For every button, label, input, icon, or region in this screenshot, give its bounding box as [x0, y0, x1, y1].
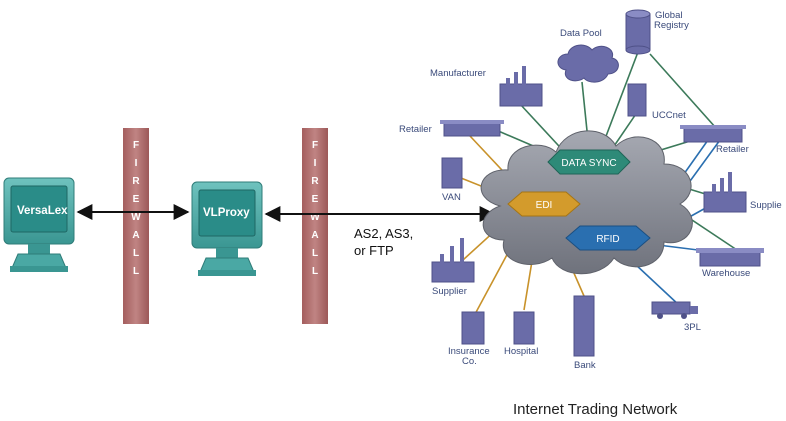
retailer-right-label: Retailer: [716, 144, 749, 155]
firewall-left-letter: E: [133, 194, 140, 205]
diagram-caption: Internet Trading Network: [513, 401, 678, 418]
van-building-icon: [441, 157, 463, 189]
firewall-right-letter: R: [311, 176, 319, 187]
firewall-left-letter: W: [131, 212, 141, 223]
global-registry-label-2: Registry: [654, 20, 689, 31]
versalex-label: VersaLex: [17, 205, 68, 217]
uccnet-building-icon: [627, 83, 647, 117]
global-registry-label-1: Global: [655, 10, 682, 21]
versalex-computer: VersaLex: [3, 177, 75, 272]
retailer-left-label: Retailer: [399, 124, 432, 135]
rfid-hub: RFID: [565, 225, 651, 251]
truck-3pl-icon: [651, 301, 698, 319]
retailer-left-icon: [440, 120, 504, 137]
manufacturer-label: Manufacturer: [430, 68, 486, 79]
firewall-left-letter: A: [132, 230, 139, 241]
firewall-right-letter: E: [312, 194, 319, 205]
firewall-left-letter: L: [133, 248, 139, 259]
insurance-building-icon: [461, 311, 485, 345]
rfid-label: RFID: [596, 234, 619, 245]
firewall-left-letter: F: [133, 140, 139, 151]
three-pl-label: 3PL: [684, 322, 701, 333]
bank-building-icon: [573, 295, 595, 357]
bank-label: Bank: [574, 360, 596, 371]
hospital-label: Hospital: [504, 346, 538, 357]
insurance-label-1: Insurance: [448, 346, 490, 357]
firewall-right-letter: I: [314, 158, 317, 169]
data-pool-cloud: [557, 44, 619, 83]
global-registry-icon: [625, 9, 651, 55]
firewall-left-letter: L: [133, 266, 139, 277]
uccnet-label: UCCnet: [652, 110, 686, 121]
supplier-left-icon: [431, 238, 475, 283]
firewall-right-letter: F: [312, 140, 318, 151]
data-sync-hub: DATA SYNC: [547, 149, 631, 175]
insurance-label-2: Co.: [462, 356, 477, 367]
supplier-left-label: Supplier: [432, 286, 467, 297]
data-pool-label: Data Pool: [560, 28, 602, 39]
firewall-right-letter: L: [312, 266, 318, 277]
vlproxy-computer: VLProxy: [191, 181, 263, 276]
data-sync-label: DATA SYNC: [561, 158, 616, 169]
hospital-building-icon: [513, 311, 535, 345]
firewall-right-letter: A: [311, 230, 318, 241]
supplier-right-label: Supplie: [750, 200, 782, 211]
edi-hub: EDI: [507, 191, 581, 217]
van-label: VAN: [442, 192, 461, 203]
protocol-label-line1: AS2, AS3,: [354, 226, 413, 241]
vlproxy-label: VLProxy: [203, 207, 250, 219]
firewall-left-letter: I: [135, 158, 138, 169]
firewall-left-letter: R: [132, 176, 140, 187]
supplier-right-icon: [703, 172, 747, 213]
warehouse-icon: [696, 248, 764, 267]
firewall-right-letter: L: [312, 248, 318, 259]
edi-label: EDI: [536, 200, 553, 211]
retailer-right-icon: [680, 125, 746, 143]
warehouse-label: Warehouse: [702, 268, 750, 279]
protocol-label-line2: or FTP: [354, 243, 394, 258]
manufacturer-icon: [499, 66, 543, 107]
